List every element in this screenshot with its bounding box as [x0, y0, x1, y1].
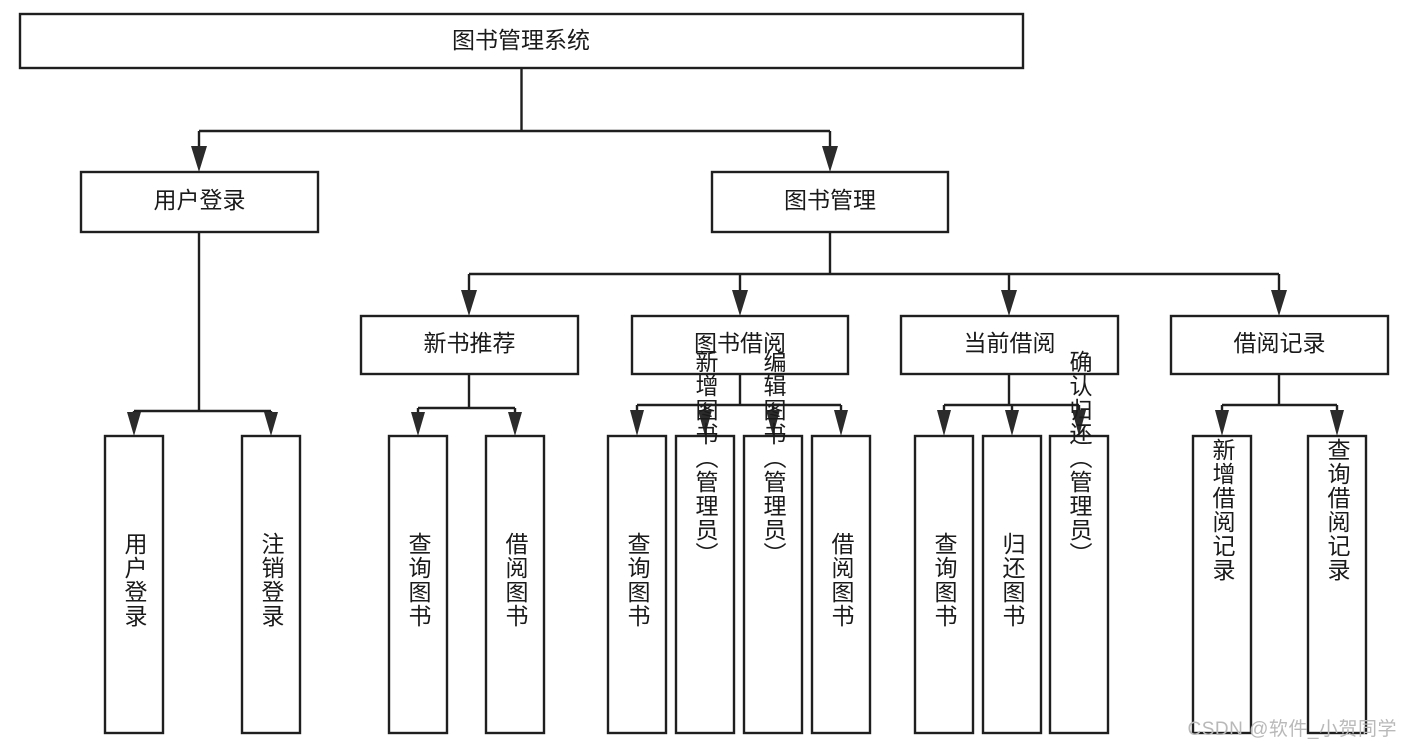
- arrow-head-bb-edit-book: [766, 410, 780, 436]
- leaf-node-cb-confirm-return[interactable]: 确认归还（管理员）: [1048, 350, 1110, 735]
- leaf-br-add-record-box[interactable]: [1191, 434, 1253, 735]
- node-current-borrow-label: 当前借阅: [964, 330, 1056, 356]
- leaf-cb-query-book-label: 查询图书: [931, 532, 958, 628]
- leaf-node-user-login[interactable]: 用户登录: [103, 434, 165, 735]
- node-book-borrow-label: 图书借阅: [694, 330, 786, 356]
- leaf-bb-borrow-book-box[interactable]: [810, 434, 872, 735]
- leaf-nb-query-book-label: 查询图书: [405, 532, 432, 628]
- node-borrow-record-box[interactable]: [1169, 314, 1390, 376]
- arrow-head-bb-add-book: [698, 410, 712, 436]
- leaf-bb-query-book-box[interactable]: [606, 434, 668, 735]
- node-book-management[interactable]: 图书管理: [710, 170, 950, 234]
- edge-group-book-borrow-to-leaves: [630, 374, 848, 436]
- leaf-node-nb-query-book[interactable]: 查询图书: [387, 434, 449, 735]
- leaf-node-logout[interactable]: 注销登录: [240, 434, 302, 735]
- leaf-node-bb-query-book[interactable]: 查询图书: [606, 434, 668, 735]
- node-borrow-record-label: 借阅记录: [1234, 330, 1326, 356]
- arrow-head-cb-query-book: [937, 410, 951, 436]
- leaf-bb-add-book-box[interactable]: [674, 434, 736, 735]
- leaf-user-login-label: 用户登录: [121, 532, 148, 628]
- node-borrow-record[interactable]: 借阅记录: [1169, 314, 1390, 376]
- leaf-node-bb-borrow-book[interactable]: 借阅图书: [810, 434, 872, 735]
- leaf-nb-query-book-box[interactable]: [387, 434, 449, 735]
- leaf-bb-query-book-label: 查询图书: [624, 532, 651, 628]
- arrow-head-book-borrow: [732, 290, 748, 316]
- arrow-head-leaf-logout: [264, 412, 278, 436]
- node-current-borrow-box[interactable]: [899, 314, 1120, 376]
- leaf-node-bb-edit-book[interactable]: 编辑图书（管理员）: [742, 350, 804, 735]
- csdn-watermark: CSDN @软件_小贺同学: [1187, 719, 1397, 740]
- node-user-login[interactable]: 用户登录: [79, 170, 320, 234]
- leaf-logout-box[interactable]: [240, 434, 302, 735]
- edge-group-current-borrow-to-leaves: [937, 374, 1086, 436]
- node-current-borrow[interactable]: 当前借阅: [899, 314, 1120, 376]
- leaf-nb-borrow-book-label: 借阅图书: [502, 532, 529, 628]
- edge-group-root-to-level2: [191, 68, 838, 172]
- node-new-book-recommend-box[interactable]: [359, 314, 580, 376]
- arrow-head-br-query-record: [1330, 410, 1344, 436]
- leaf-br-query-record-label: 查询借阅记录: [1324, 438, 1351, 582]
- leaf-nb-borrow-book-box[interactable]: [484, 434, 546, 735]
- leaf-br-add-record-label: 新增借阅记录: [1209, 438, 1236, 582]
- leaf-bb-borrow-book-label: 借阅图书: [828, 532, 855, 628]
- arrow-head-book-manage: [822, 146, 838, 172]
- leaf-bb-add-book-label: 新增图书（管理员）: [692, 350, 719, 566]
- arrow-head-current-borrow: [1001, 290, 1017, 316]
- node-book-management-box[interactable]: [710, 170, 950, 234]
- edge-group-borrow-record-to-leaves: [1215, 374, 1344, 436]
- leaf-cb-return-book-box[interactable]: [981, 434, 1043, 735]
- leaf-cb-confirm-return-label: 确认归还（管理员）: [1066, 350, 1093, 566]
- leaf-cb-return-book-label: 归还图书: [999, 532, 1026, 628]
- leaf-user-login-box[interactable]: [103, 434, 165, 735]
- leaf-node-cb-return-book[interactable]: 归还图书: [981, 434, 1043, 735]
- node-book-borrow[interactable]: 图书借阅: [630, 314, 850, 376]
- node-root-system[interactable]: 图书管理系统: [18, 12, 1025, 70]
- arrow-head-cb-return-book: [1005, 410, 1019, 436]
- arrow-head-borrow-record: [1271, 290, 1287, 316]
- arrow-head-user-login: [191, 146, 207, 172]
- arrow-head-cb-confirm-return: [1072, 410, 1086, 436]
- edge-group-new-book-to-leaves: [411, 374, 522, 436]
- edge-group-user-login-to-leaves: [127, 232, 278, 436]
- leaf-bb-edit-book-label: 编辑图书（管理员）: [760, 350, 787, 566]
- node-root-box[interactable]: [18, 12, 1025, 70]
- leaf-br-query-record-box[interactable]: [1306, 434, 1368, 735]
- node-root-label: 图书管理系统: [452, 27, 590, 53]
- node-user-login-box[interactable]: [79, 170, 320, 234]
- node-book-borrow-box[interactable]: [630, 314, 850, 376]
- leaf-cb-confirm-return-box[interactable]: [1048, 434, 1110, 735]
- leaf-node-cb-query-book[interactable]: 查询图书: [913, 434, 975, 735]
- leaf-node-nb-borrow-book[interactable]: 借阅图书: [484, 434, 546, 735]
- node-book-management-label: 图书管理: [784, 187, 876, 213]
- arrow-head-new-book: [461, 290, 477, 316]
- arrow-head-leaf-user-login: [127, 412, 141, 436]
- leaf-node-br-query-record[interactable]: 查询借阅记录: [1306, 434, 1368, 735]
- edge-group-book-manage-to-level3: [461, 232, 1287, 316]
- leaf-bb-edit-book-box[interactable]: [742, 434, 804, 735]
- arrow-head-bb-borrow-book: [834, 410, 848, 436]
- arrow-head-br-add-record: [1215, 410, 1229, 436]
- node-user-login-label: 用户登录: [154, 187, 246, 213]
- arrow-head-nb-query-book: [411, 412, 425, 436]
- leaf-node-br-add-record[interactable]: 新增借阅记录: [1191, 434, 1253, 735]
- node-new-book-recommend[interactable]: 新书推荐: [359, 314, 580, 376]
- leaf-node-bb-add-book[interactable]: 新增图书（管理员）: [674, 350, 736, 735]
- arrow-head-nb-borrow-book: [508, 412, 522, 436]
- arrow-head-bb-query-book: [630, 410, 644, 436]
- leaf-logout-label: 注销登录: [258, 532, 285, 628]
- leaf-cb-query-book-box[interactable]: [913, 434, 975, 735]
- node-new-book-recommend-label: 新书推荐: [424, 330, 516, 356]
